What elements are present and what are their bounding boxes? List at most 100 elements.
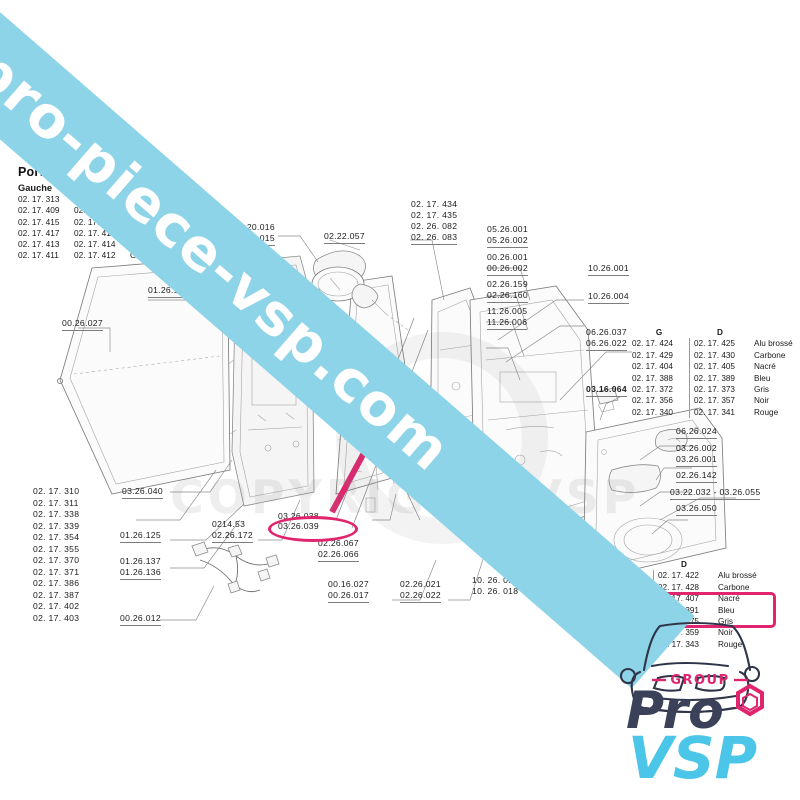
list-item: 02. 17. 371 <box>33 566 80 577</box>
provsp-logo: GROUP Pro VSP <box>619 621 764 785</box>
callout-01-26-190: 01.26.190 <box>160 261 201 274</box>
cell-gauche: 02. 17. 409 <box>18 205 60 216</box>
list-item: 02. 17. 339 <box>33 520 80 531</box>
cell-color: Alu brossé <box>718 571 757 581</box>
logo-group-text: GROUP <box>652 673 748 688</box>
callout-03-26-002: 03.26.002 <box>676 443 717 453</box>
list-item: 02. 17. 310 <box>33 486 80 496</box>
cell-color: Gris <box>718 617 734 627</box>
door-inner-frame <box>227 255 315 507</box>
cell-droite: 02. 17. 410 <box>74 205 116 216</box>
table-row: 02. 17. 372 02. 17. 373 Gris <box>632 384 793 396</box>
cell-color: Rouge <box>130 205 155 216</box>
callout-01-26-125: 01.26.125 <box>120 530 161 543</box>
cell-color: Rouge <box>754 407 779 417</box>
cell-g: 02. 17. 356 <box>632 395 690 407</box>
cell-g: 02. 17. 388 <box>632 372 690 385</box>
cell-d: 02. 17. 373 <box>694 385 735 395</box>
cell-gauche: 02. 17. 417 <box>18 227 60 238</box>
cell-d: 02. 17. 422 <box>658 571 699 581</box>
cell-gauche: 02. 17. 313 <box>18 194 60 205</box>
callout-11-26-006: 11.26.006 <box>487 317 528 330</box>
callout-02-17-435: 02. 17. 435 <box>411 210 458 220</box>
cell-d: 02. 17. 428 <box>658 582 699 592</box>
list-item: 02. 17. 354 <box>33 532 80 542</box>
gd-bottom-header: D <box>596 559 757 570</box>
callout-10-26-004: 10.26.004 <box>588 291 629 304</box>
callout-03-22-032: 03.22.032 - 03.26.055 <box>670 487 761 500</box>
callout-02-26-022: 02.26.022 <box>400 590 441 603</box>
table-row: 02. 17. 421 02. 17. 422 Alu brossé <box>596 570 757 582</box>
list-item: 02. 17. 386 <box>33 578 80 588</box>
callout-06-26-022: 06.26.022 <box>586 338 627 351</box>
gd-top-d-header: D <box>717 328 723 337</box>
cell-color: Noir <box>754 396 770 406</box>
cell-droite: 02. 17. 418 <box>74 227 116 238</box>
cell-d: 02. 17. 341 <box>694 407 735 417</box>
list-item: 02. 17. 387 <box>33 589 80 600</box>
callout-00-26-027: 00.26.027 <box>62 318 103 331</box>
cell-color: Nacré <box>754 362 776 372</box>
callout-10-26-001: 10.26.001 <box>588 263 629 276</box>
cell-d: 02. 17. 405 <box>694 362 735 372</box>
cell-color: Nacré <box>718 594 740 604</box>
door-glass-outline <box>57 257 231 495</box>
callout-00-26-001: 00.26.001 <box>487 252 528 262</box>
callout-05-26-001: 05.26.001 <box>487 224 528 234</box>
callout-03-26-040: 03.26.040 <box>122 486 163 499</box>
callout-0214-53: 0214.53 <box>212 519 246 529</box>
cell-droite: 02. 17. 314 <box>74 194 116 205</box>
callout-05-20-015: 05.20.015 <box>234 233 275 246</box>
cell-g: 02. 17. 340 <box>632 406 690 419</box>
callout-02-26-159: 02.26.159 <box>487 279 528 289</box>
table-row: 02. 17. 356 02. 17. 357 Noir <box>632 395 793 407</box>
cell-color: Bleu <box>130 239 147 250</box>
svg-text:GROUP: GROUP <box>670 673 729 688</box>
callout-00-26-002: 00.26.002 <box>487 263 528 276</box>
hex-nut-icon <box>736 683 764 717</box>
cell-g: 02. 17. 424 <box>632 338 690 350</box>
wiring-harness <box>191 541 280 594</box>
callout-02-17-434: 02. 17. 434 <box>411 199 458 209</box>
cell-color: Bleu <box>754 373 771 383</box>
cell-g: 02. 17. 404 <box>632 361 690 373</box>
callout-02-22-057: 02.22.057 <box>324 231 365 244</box>
callout-05-20-016: 05.20.016 <box>234 222 275 232</box>
cell-droite: 02. 17. 412 <box>74 250 116 261</box>
callout-03-26-039: 03.26.039 <box>278 521 319 531</box>
cell-g: 02. 17. 372 <box>632 384 690 396</box>
callout-01-26-136: 01.26.136 <box>120 567 161 580</box>
cell-droite: 02. 17. 416 <box>74 216 116 227</box>
callout-02-26-082: 02. 26. 082 <box>411 221 458 231</box>
page-title: Porte complète <box>18 165 112 179</box>
cell-gauche: 02. 17. 413 <box>18 239 60 250</box>
callout-11-26-005: 11.26.005 <box>487 306 528 316</box>
gd-bottom-d-header: D <box>681 560 687 569</box>
callout-05-26-002: 05.26.002 <box>487 235 528 248</box>
list-item: 02. 17. 402 <box>33 601 80 611</box>
cell-d: 02. 17. 357 <box>694 396 735 406</box>
list-item: 02. 17. 370 <box>33 555 80 565</box>
callout-06-26-024: 06.26.024 <box>676 426 717 439</box>
callout-03-26-050: 03.26.050 <box>676 503 717 516</box>
gd-top-header: G D <box>632 327 793 338</box>
callout-00-16-027: 00.16.027 <box>328 579 369 589</box>
callout-03-16-064: 03.16.064 <box>586 384 627 397</box>
logo-pro-text: Pro <box>626 681 724 741</box>
callout-02-26-142: 02.26.142 <box>676 470 717 483</box>
cell-gauche: 02. 17. 411 <box>18 250 59 261</box>
cell-color: Gris <box>754 385 770 395</box>
cell-g: 02. 17. 421 <box>596 570 654 582</box>
callout-02-26-074: 02.26.074 <box>234 270 275 283</box>
callout-01-26-135: 01.26.135 <box>160 250 201 260</box>
callout-02-26-083: 02. 26. 083 <box>411 232 458 245</box>
callout-01-26-137: 01.26.137 <box>120 556 161 566</box>
callout-06-26-037: 06.26.037 <box>586 327 627 337</box>
cell-color: Carbone <box>754 350 786 360</box>
